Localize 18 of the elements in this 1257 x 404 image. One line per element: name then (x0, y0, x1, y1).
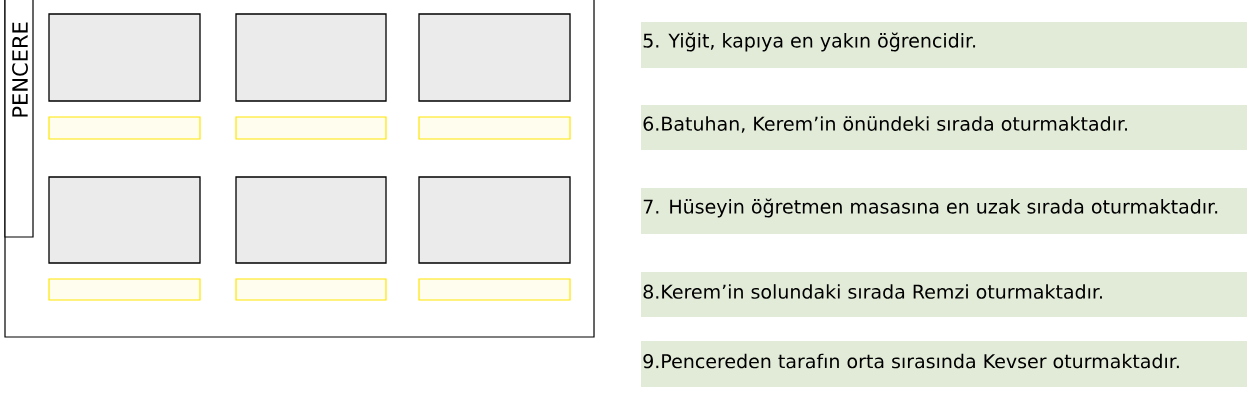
clue-strip: 5. Yiğit, kapıya en yakın öğrencidir. (641, 22, 1247, 68)
name-box (48, 278, 201, 301)
name-box (48, 116, 201, 140)
clue-strip: 6.Batuhan, Kerem’in önündeki sırada oturmaktadır. (641, 105, 1247, 150)
name-box (418, 116, 571, 140)
desk-box (235, 176, 387, 264)
desk-box (235, 13, 387, 102)
name-box (235, 278, 387, 301)
clue-strip: 7. Hüseyin öğretmen masasına en uzak sırada oturmaktadır. (641, 188, 1247, 234)
desk-box (418, 176, 571, 264)
desk-box (418, 13, 571, 102)
clue-strip: 8.Kerem’in solundaki sırada Remzi oturmaktadır. (641, 272, 1247, 317)
window-box: PENCERE (4, 0, 34, 238)
clue-strip: 9.Pencereden tarafın orta sırasında Kevser oturmaktadır. (641, 341, 1247, 387)
name-box (418, 278, 571, 301)
name-box (235, 116, 387, 140)
desk-box (48, 176, 201, 264)
desk-box (48, 13, 201, 102)
